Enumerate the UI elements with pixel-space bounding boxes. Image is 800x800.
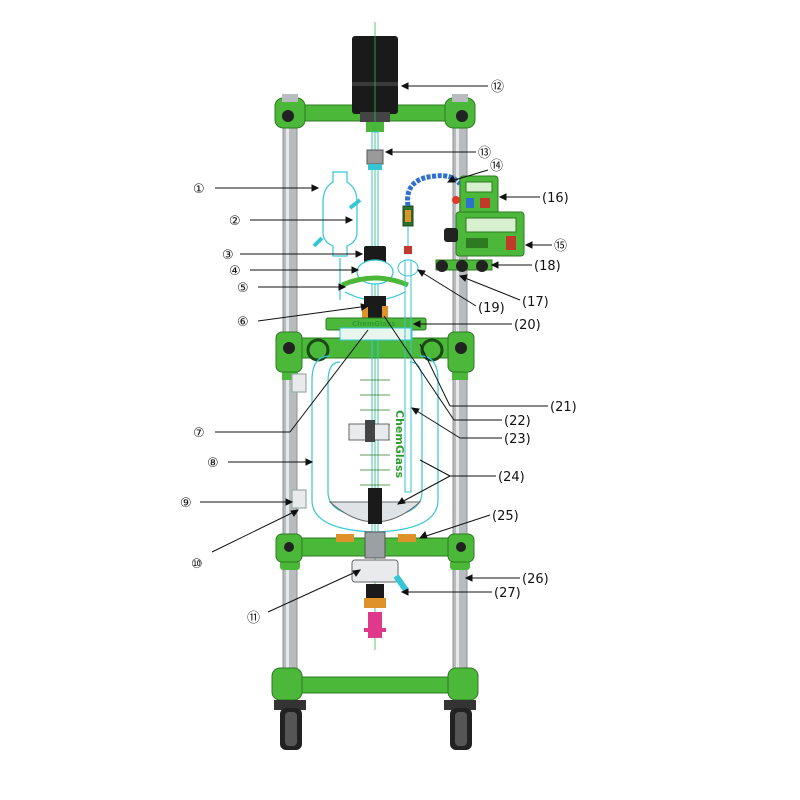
callout-3: ③ <box>222 248 234 263</box>
callout-10: ⑩ <box>191 557 203 572</box>
stirrer-seal <box>364 246 386 264</box>
callout-16: (16) <box>542 191 569 206</box>
callout-21: (21) <box>550 400 577 415</box>
callout-11: ⑪ <box>247 611 260 626</box>
callout-6: ⑥ <box>237 315 249 330</box>
callout-24: (24) <box>498 470 525 485</box>
reactor-lid <box>341 259 409 318</box>
callout-labels: ① ② ③ ④ ⑤ ⑥ ⑦ ⑧ ⑨ ⑩ ⑪ ⑫ ⑬ ⑭ ⑮ (16) (17) … <box>180 80 577 626</box>
left-caster-wheel <box>274 700 306 750</box>
right-caster-wheel <box>444 700 476 750</box>
callout-7: ⑦ <box>193 426 205 441</box>
control-clamp <box>435 259 493 272</box>
callout-2: ② <box>229 214 241 229</box>
temperature-controller-box <box>444 211 525 257</box>
callout-27: (27) <box>494 586 521 601</box>
callout-8: ⑧ <box>207 456 219 471</box>
bottom-bracket-left <box>336 534 354 542</box>
cooling-hose <box>405 173 462 207</box>
callout-26: (26) <box>522 572 549 587</box>
bottom-crossbar <box>279 676 471 694</box>
callout-9: ⑨ <box>180 496 192 511</box>
callout-22: (22) <box>504 414 531 429</box>
callout-13: ⑬ <box>478 146 491 161</box>
callout-15: ⑮ <box>554 239 567 254</box>
flange-brand-text: ChemGlass <box>352 320 395 328</box>
temperature-probe <box>397 205 419 493</box>
callout-17: (17) <box>522 295 549 310</box>
condenser-flask <box>312 171 362 300</box>
callout-5: ⑤ <box>237 281 249 296</box>
bottom-drain-valve <box>351 531 409 638</box>
callout-23: (23) <box>504 432 531 447</box>
callout-4: ④ <box>229 264 241 279</box>
callout-12: ⑫ <box>491 80 504 95</box>
support-frame <box>271 94 479 750</box>
stirring-impeller <box>328 420 422 524</box>
callout-1: ① <box>193 182 205 197</box>
callout-20: (20) <box>514 318 541 333</box>
callout-19: (19) <box>478 301 505 316</box>
callout-14: ⑭ <box>490 159 503 174</box>
bottom-bracket-right <box>398 534 416 542</box>
lid-flange-plate: ChemGlass <box>325 317 427 341</box>
vessel-brand-text: ChemGlass <box>393 410 406 479</box>
callout-lines <box>200 82 552 613</box>
callout-18: (18) <box>534 259 561 274</box>
callout-25: (25) <box>492 509 519 524</box>
